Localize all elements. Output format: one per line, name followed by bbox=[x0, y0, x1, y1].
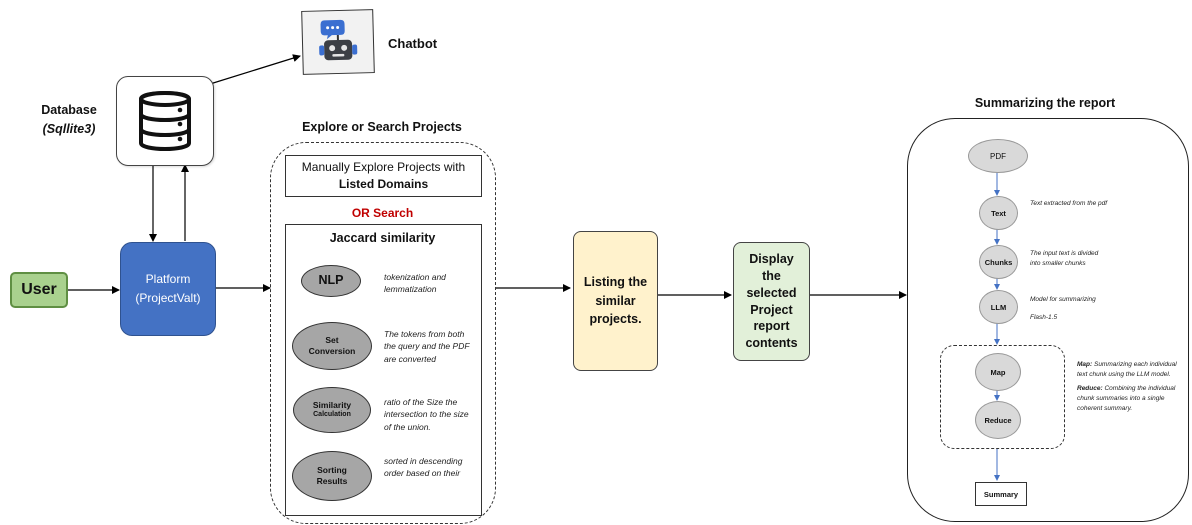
platform-box: Platform (ProjectValt) bbox=[120, 242, 216, 336]
reduce-note: Reduce: Combining the individual chunk s… bbox=[1077, 384, 1177, 414]
reduce-node: Reduce bbox=[975, 401, 1021, 439]
arrow-db-chatbot bbox=[209, 54, 301, 85]
chunks-note: The input text is divided into smaller c… bbox=[1030, 250, 1099, 268]
chatbot-label: Chatbot bbox=[388, 36, 438, 51]
platform-name: Platform bbox=[145, 271, 191, 286]
manual-explore-box: Manually Explore Projects with Listed Do… bbox=[285, 155, 482, 197]
explore-panel bbox=[270, 142, 496, 524]
jaccard-title: Jaccard similarity bbox=[329, 231, 436, 245]
sorting-label-2: Results bbox=[316, 476, 348, 486]
user-label: User bbox=[21, 281, 57, 298]
display-box: Display the selected Project report cont… bbox=[733, 242, 810, 361]
llm-note-text: Model for summarizing bbox=[1030, 296, 1096, 303]
map-reduce-note: Map: Summarizing each individual text ch… bbox=[1077, 360, 1177, 414]
robot-icon bbox=[319, 19, 358, 61]
display-line5: report bbox=[753, 319, 790, 334]
similarity-label-1: Similarity bbox=[312, 400, 352, 411]
map-reduce-group bbox=[940, 345, 1065, 449]
map-node: Map bbox=[975, 353, 1021, 391]
summary-title: Summarizing the report bbox=[974, 96, 1116, 110]
display-line6: contents bbox=[745, 336, 798, 351]
reduce-label: Reduce bbox=[984, 415, 1012, 425]
listing-box: Listing the similar projects. bbox=[573, 231, 658, 371]
database-subtitle: (Sqllite3) bbox=[42, 121, 96, 136]
nlp-label: NLP bbox=[318, 273, 344, 288]
database-title: Database bbox=[41, 103, 97, 117]
set-conversion-note: The tokens from both the query and the P… bbox=[384, 329, 470, 364]
sorting-note: sorted in descending order based on thei… bbox=[384, 456, 463, 479]
map-note-label: Map: bbox=[1077, 361, 1093, 368]
reduce-note-text: Combining the individual chunk summaries… bbox=[1077, 385, 1176, 413]
platform-project: (ProjectValt) bbox=[135, 291, 201, 305]
text-node: Text bbox=[979, 196, 1018, 230]
user-box: User bbox=[10, 272, 68, 308]
similarity-label-2: Calculation bbox=[313, 410, 351, 418]
chatbot-image bbox=[301, 9, 375, 75]
nlp-note: tokenization and lemmatization bbox=[384, 272, 446, 295]
database-box bbox=[116, 76, 214, 166]
set-conversion-label-2: Conversion bbox=[308, 346, 356, 356]
sorting-label-1: Sorting bbox=[317, 465, 347, 476]
display-line4: Project bbox=[750, 302, 793, 317]
llm-node: LLM bbox=[979, 290, 1018, 324]
database-caption: Database (Sqllite3) bbox=[22, 101, 116, 139]
manual-explore-line2: Listed Domains bbox=[338, 177, 429, 191]
pdf-label: PDF bbox=[990, 151, 1006, 161]
explore-title: Explore or Search Projects bbox=[302, 120, 462, 134]
display-line3: selected bbox=[746, 285, 797, 300]
set-conversion-label-1: Set bbox=[325, 335, 339, 346]
map-note: Map: Summarizing each individual text ch… bbox=[1077, 360, 1177, 380]
text-label: Text bbox=[991, 208, 1006, 218]
listing-line2: similar bbox=[595, 293, 636, 308]
display-line1: Display bbox=[749, 251, 794, 266]
llm-model: Flash-1.5 bbox=[1030, 314, 1058, 322]
summary-panel bbox=[907, 118, 1189, 522]
listing-line1: Listing the bbox=[583, 274, 648, 289]
summary-box-label: Summary bbox=[983, 489, 1019, 499]
or-search-label: OR Search bbox=[351, 206, 414, 220]
pdf-node: PDF bbox=[968, 139, 1028, 173]
chunks-label: Chunks bbox=[984, 257, 1013, 267]
nlp-node: NLP bbox=[301, 265, 361, 297]
map-note-text: Summarizing each individual text chunk u… bbox=[1077, 361, 1177, 379]
map-label: Map bbox=[990, 367, 1006, 377]
reduce-note-label: Reduce: bbox=[1077, 385, 1103, 393]
chunks-node: Chunks bbox=[979, 245, 1018, 279]
llm-note: Model for summarizing Flash-1.5 bbox=[1030, 295, 1140, 323]
display-line2: the bbox=[762, 268, 781, 283]
manual-explore-line1: Manually Explore Projects with bbox=[301, 160, 466, 175]
set-conversion-node: Set Conversion bbox=[292, 322, 372, 370]
database-icon bbox=[139, 91, 191, 151]
text-note: Text extracted from the pdf bbox=[1030, 200, 1108, 207]
listing-line3: projects. bbox=[589, 312, 642, 327]
similarity-note: ratio of the Size the intersection to th… bbox=[384, 397, 469, 432]
similarity-node: Similarity Calculation bbox=[293, 387, 371, 433]
summary-box: Summary bbox=[975, 482, 1027, 506]
sorting-node: Sorting Results bbox=[292, 451, 372, 501]
llm-label: LLM bbox=[990, 302, 1007, 312]
